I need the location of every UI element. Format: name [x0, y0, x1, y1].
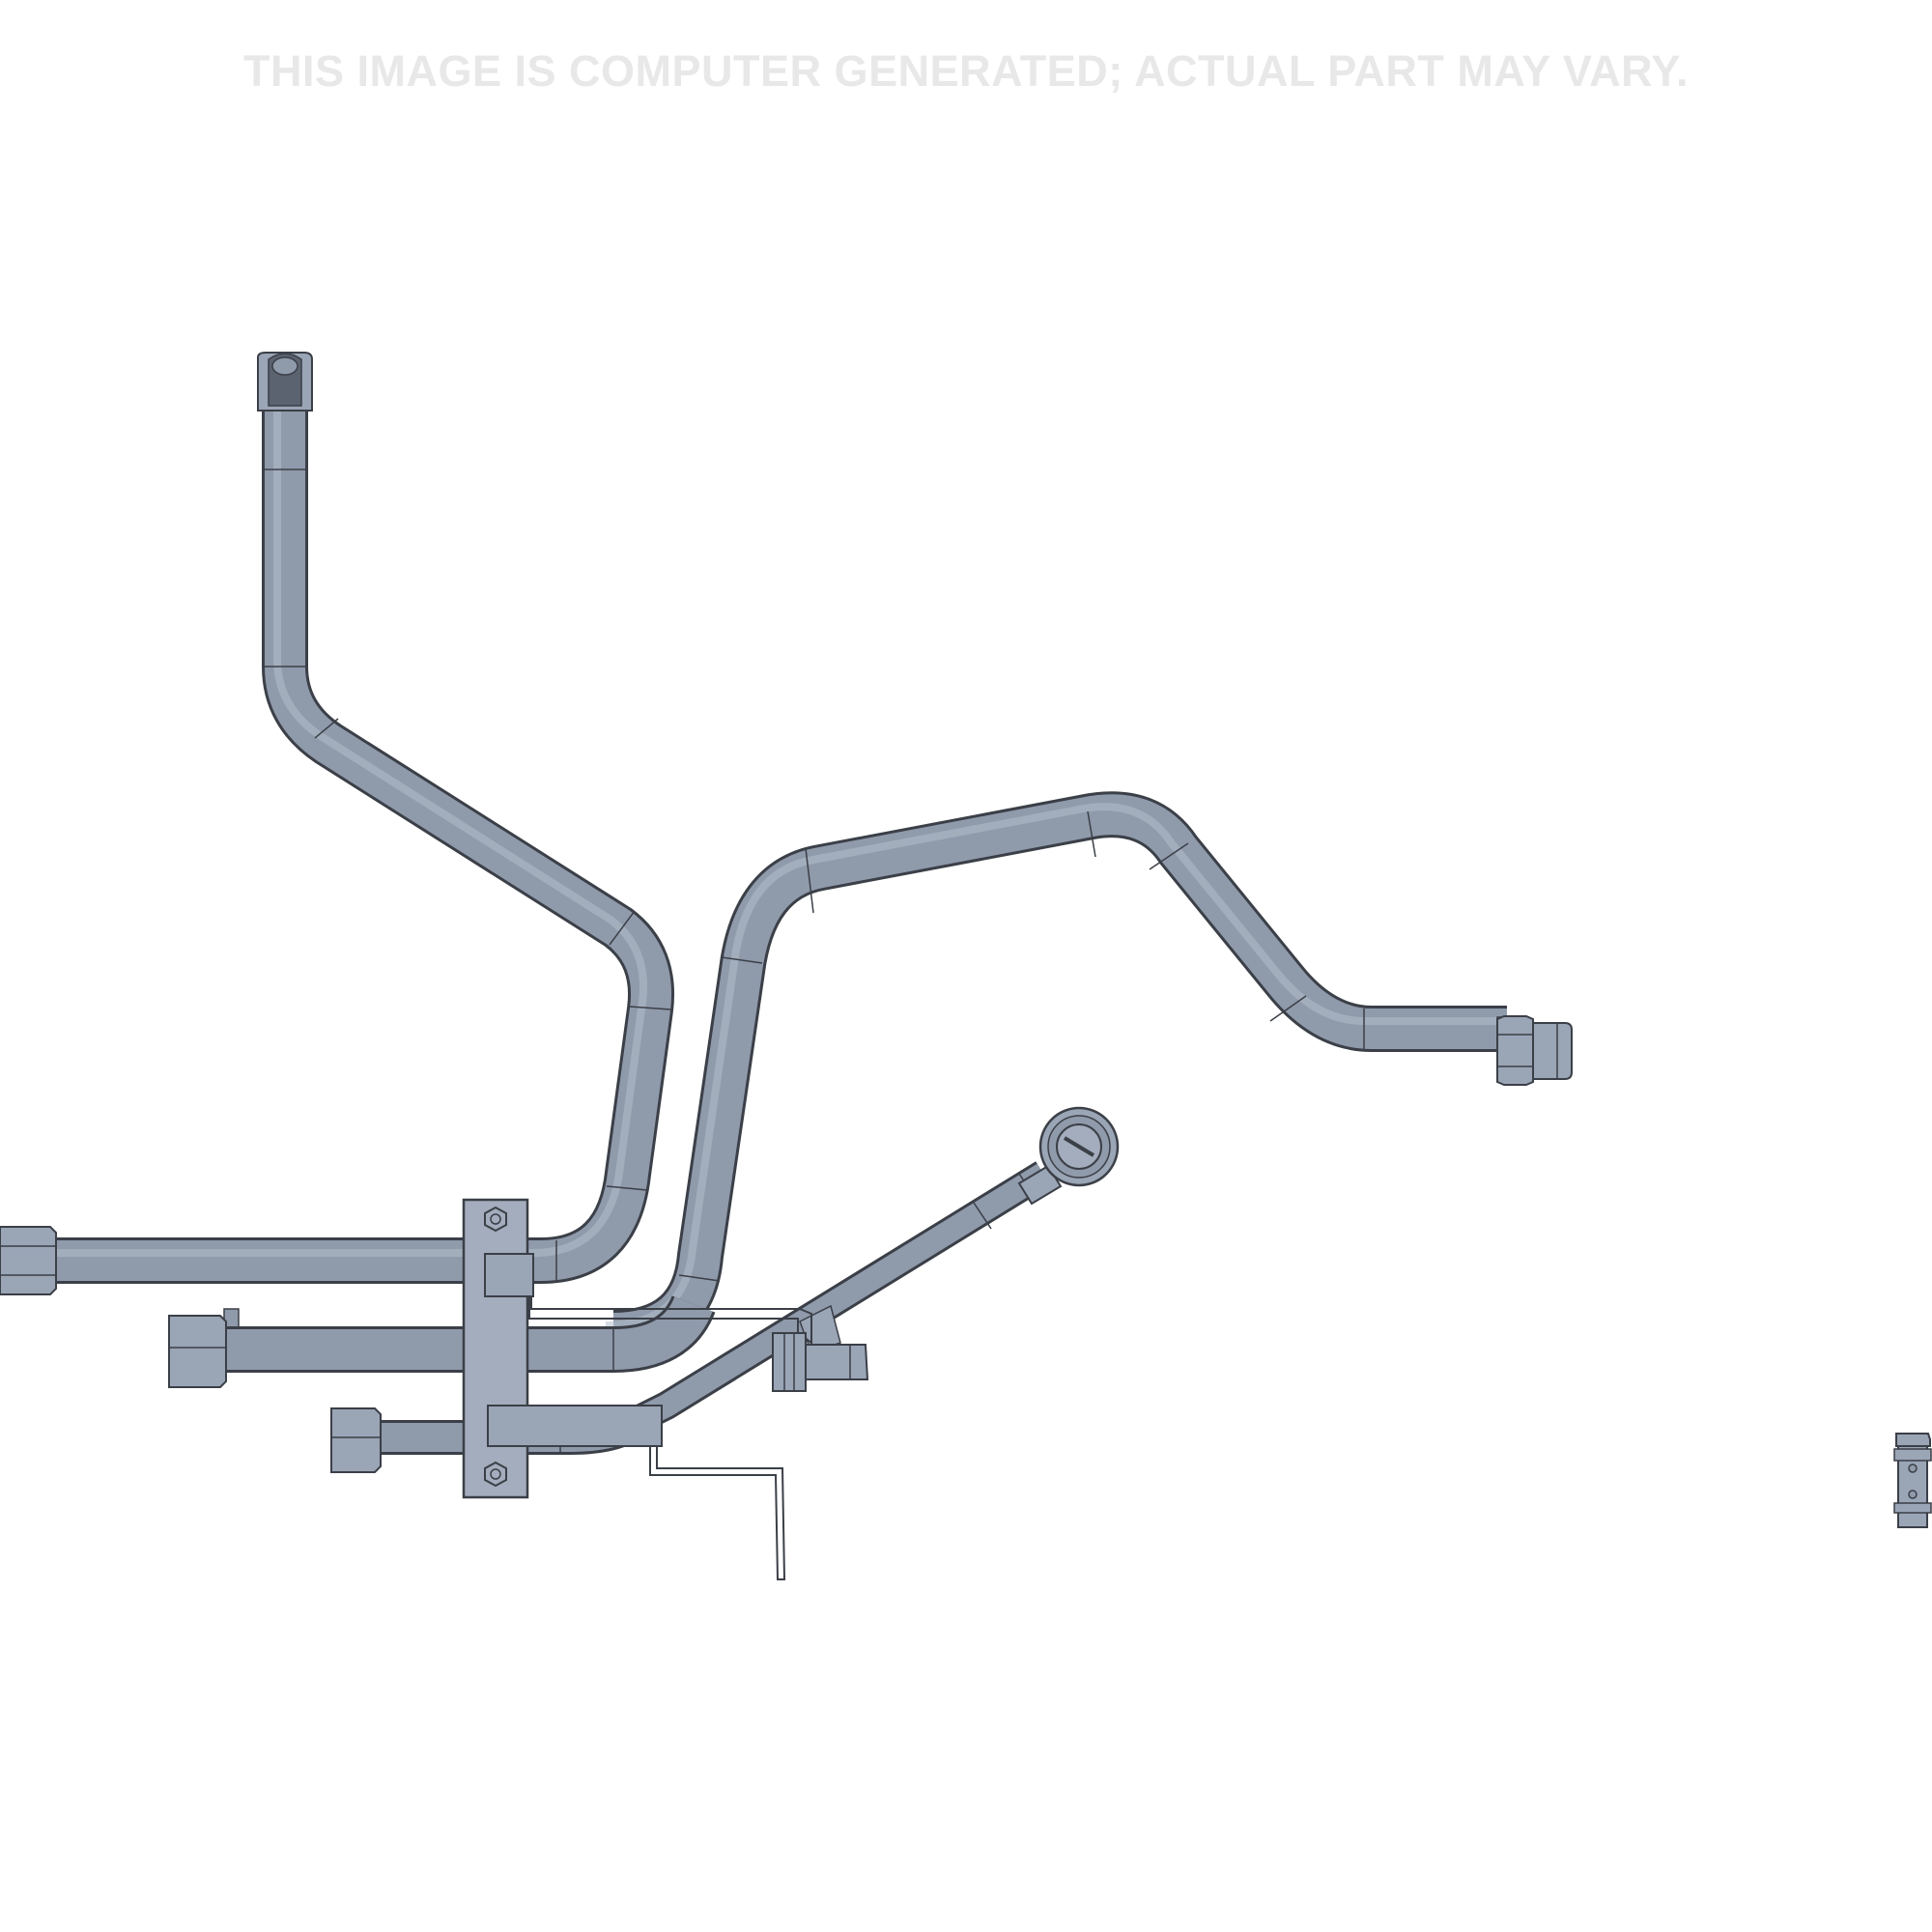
tube-middle-left	[227, 1294, 716, 1373]
tube-upper-right	[605, 791, 1518, 1356]
disclaimer-watermark: THIS IMAGE IS COMPUTER GENERATED; ACTUAL…	[243, 46, 1689, 96]
mounting-bracket	[462, 1198, 812, 1580]
tube-nut-fittings-left	[0, 1226, 382, 1473]
bracket-bolt	[772, 1332, 869, 1392]
right-hex-nut-main	[1496, 1015, 1573, 1086]
tube-upper-left	[31, 352, 674, 1284]
banjo-fitting	[1038, 1106, 1120, 1187]
loose-bolt	[1893, 1433, 1932, 1528]
